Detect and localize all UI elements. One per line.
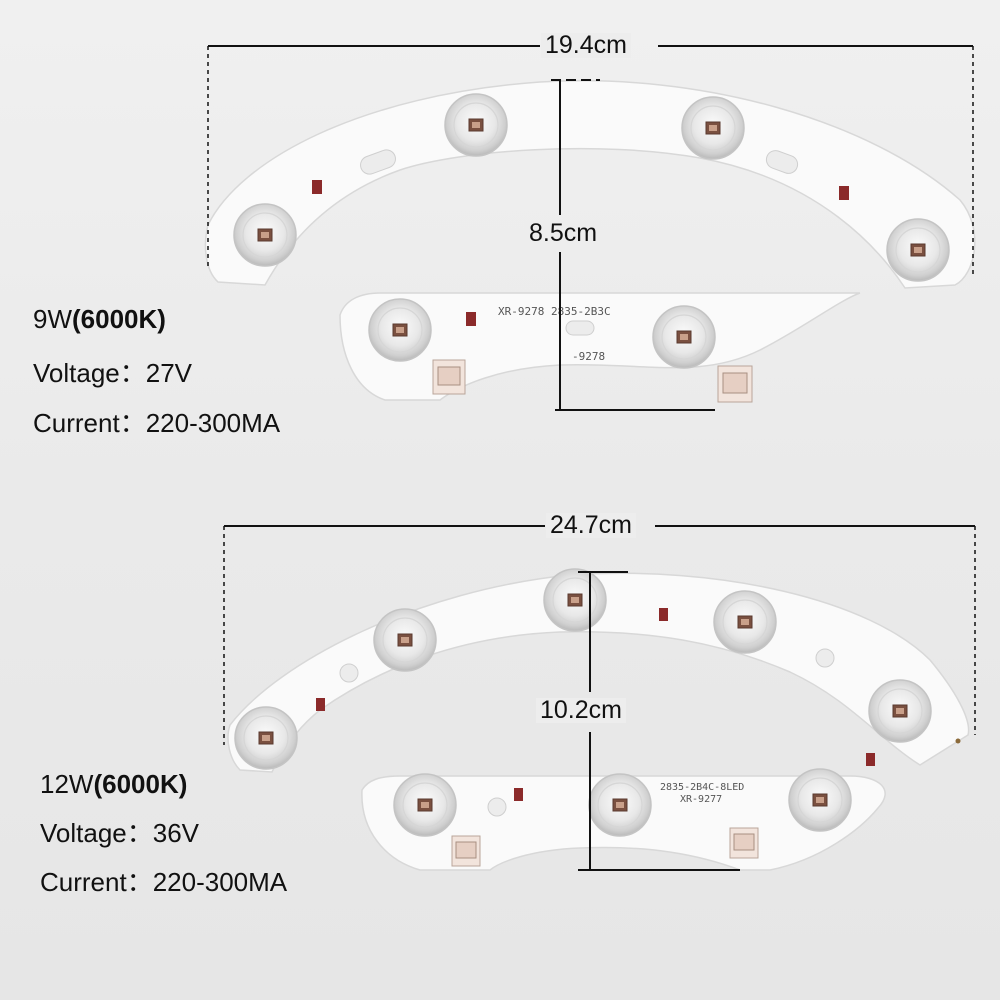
bottom-power-rating: 12W(6000K): [40, 769, 188, 799]
led-lens: [588, 773, 652, 837]
bottom-width-dimension: 24.7cm: [546, 513, 636, 538]
smd-component: [514, 788, 523, 801]
led-lens: [652, 305, 716, 369]
top-board-arc: [204, 79, 976, 289]
top-width-dimension: 19.4cm: [541, 33, 631, 58]
bottom-dimension-lines: [223, 525, 976, 871]
bottom-voltage: Voltage：36V: [40, 818, 200, 848]
smd-component: [466, 312, 476, 326]
smd-component: [312, 180, 322, 194]
led-lens: [713, 590, 777, 654]
led-lens: [868, 679, 932, 743]
top-height-dimension: 8.5cm: [525, 221, 602, 246]
smd-component: [866, 753, 875, 766]
slot-hole-right: [765, 150, 799, 174]
top-dimension-lines: [207, 45, 974, 411]
bottom-led-board: 2835-2B4C-8LED XR-9277: [227, 568, 970, 871]
smd-component: [316, 698, 325, 711]
led-lens: [788, 768, 852, 832]
smd-component: [839, 186, 849, 200]
mount-hole: [339, 663, 359, 683]
pcb-code: XR-9278 2835-2B3C: [498, 305, 611, 318]
top-voltage: Voltage：27V: [33, 358, 193, 388]
slot-hole-center: [565, 320, 595, 336]
led-lens: [393, 773, 457, 837]
slot-hole-left: [360, 149, 396, 175]
bottom-height-dimension: 10.2cm: [536, 698, 626, 723]
pcb-code-2: XR-9277: [680, 794, 722, 805]
pcb-code: 2835-2B4C-8LED: [660, 782, 744, 793]
top-current: Current：220-300MA: [33, 408, 281, 438]
bottom-current: Current：220-300MA: [40, 867, 288, 897]
solder-dot: [955, 738, 961, 744]
led-lens: [444, 93, 508, 157]
led-lens: [234, 706, 298, 770]
led-lens: [681, 96, 745, 160]
led-lens: [233, 203, 297, 267]
mount-hole: [487, 797, 507, 817]
led-lens: [886, 218, 950, 282]
led-lens: [368, 298, 432, 362]
top-power-rating: 9W(6000K): [33, 304, 166, 334]
led-lens: [373, 608, 437, 672]
top-led-board: XR-9278 2835-2B3C -9278: [204, 79, 976, 403]
led-lens: [543, 568, 607, 632]
pcb-code-2: -9278: [572, 350, 605, 363]
mount-hole: [815, 648, 835, 668]
smd-component: [659, 608, 668, 621]
